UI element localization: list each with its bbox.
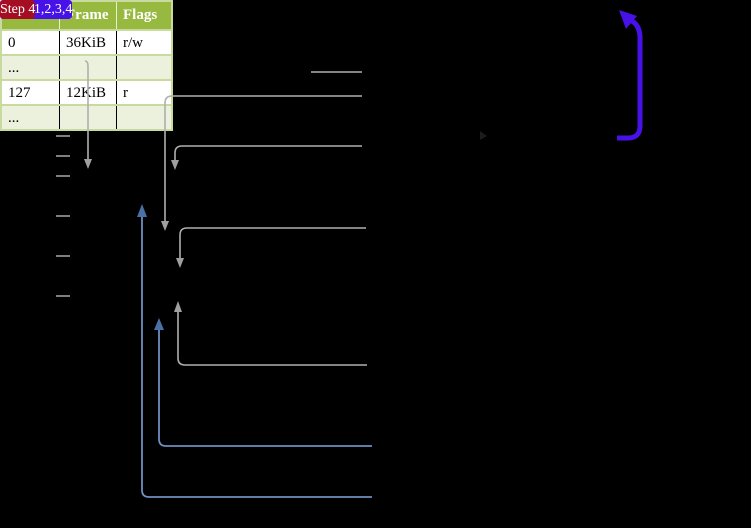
arrow-entry0-to-24kib bbox=[176, 227, 366, 268]
table-row: ... bbox=[2, 54, 171, 79]
table-cell bbox=[116, 106, 171, 129]
table-cell bbox=[59, 56, 116, 79]
table-cell: ... bbox=[8, 60, 20, 76]
column-header: Flags bbox=[116, 2, 171, 29]
table-cell bbox=[116, 56, 171, 79]
arrow-entry511-to-32kib bbox=[174, 301, 367, 366]
table-cell: 36KiB bbox=[59, 31, 116, 54]
table-cell: 12KiB bbox=[59, 81, 116, 104]
arrow-entry511-to-4kib bbox=[171, 145, 362, 170]
table-cell: r/w bbox=[116, 31, 171, 54]
arrow-entry1-to-16kib bbox=[161, 95, 362, 231]
notch-mark bbox=[480, 131, 487, 140]
table-cell: 0 bbox=[8, 35, 16, 51]
step4-badge: Step 4 bbox=[0, 0, 36, 19]
table-cell: r bbox=[116, 81, 171, 104]
table-row: ... bbox=[2, 104, 171, 129]
recursive-loop-arrow bbox=[617, 10, 643, 141]
page-table-level1: IndexFrameFlags036KiBr/w...12712KiBr... bbox=[0, 0, 173, 131]
table-cell: ... bbox=[8, 110, 20, 126]
table-cell bbox=[59, 106, 116, 129]
arrow-entry127-to-12kib bbox=[137, 204, 372, 498]
arrow-entry0-to-36kib bbox=[154, 318, 372, 447]
address-tick-marks bbox=[56, 135, 70, 297]
table-cell: 127 bbox=[8, 85, 31, 101]
